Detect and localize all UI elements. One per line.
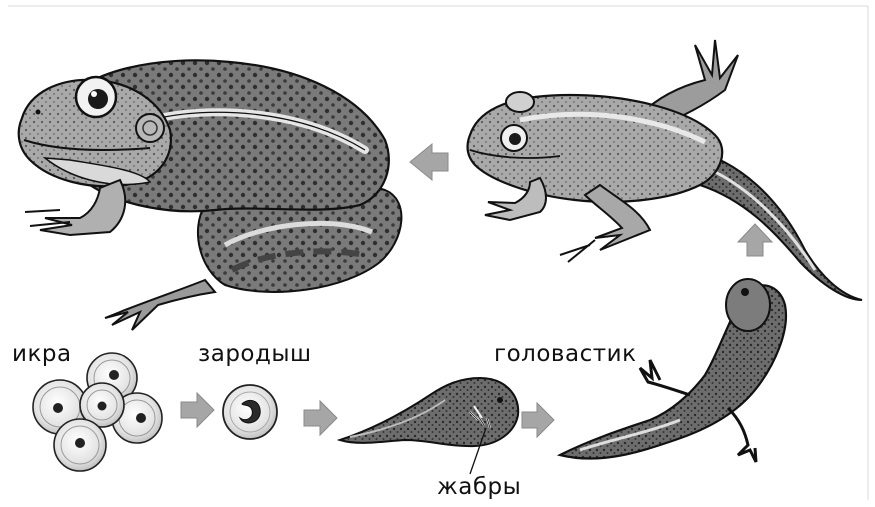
label-embryo: зародыш (198, 341, 312, 367)
frog-eggs-cluster (33, 353, 162, 471)
label-gills: жабры (437, 474, 521, 500)
arrow-eggs-to-embryo (181, 393, 214, 427)
tadpole-with-legs-illustration (560, 279, 786, 462)
arrow-up-to-froglet (738, 224, 772, 256)
arrow-tadpole-to-legged-tadpole (522, 403, 554, 437)
adult-frog-illustration (19, 60, 402, 330)
label-tadpole: головастик (494, 341, 636, 367)
arrow-embryo-to-tadpole (304, 401, 337, 435)
arrow-froglet-to-adult (410, 144, 448, 180)
young-tadpole-illustration (340, 378, 518, 474)
label-eggs: икра (12, 341, 72, 367)
froglet-illustration (467, 40, 862, 300)
embryo-illustration (223, 385, 277, 439)
